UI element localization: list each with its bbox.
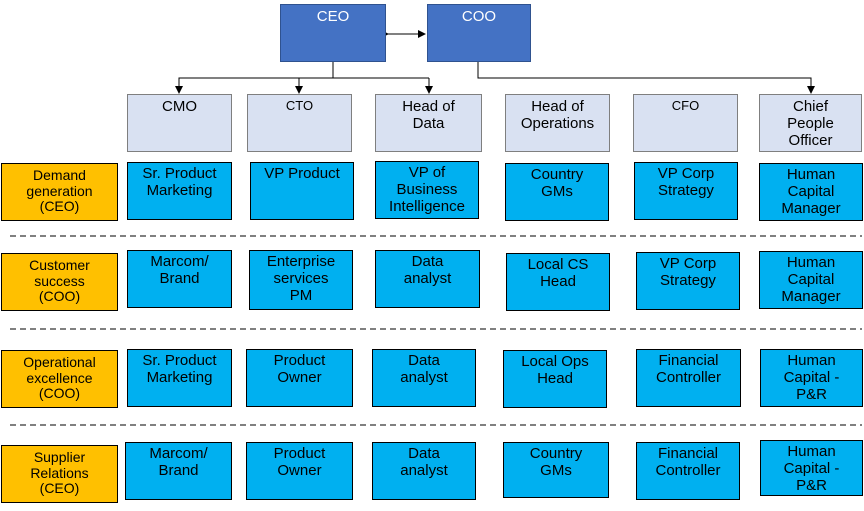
cell-supplier-people: Human Capital - P&R (760, 440, 863, 496)
row-label-operational-excellence: Operational excellence (COO) (1, 350, 118, 408)
cell-operational-cto: Product Owner (246, 349, 353, 407)
cell-customer-data: Data analyst (375, 250, 480, 308)
row-label-demand-generation: Demand generation (CEO) (1, 163, 118, 221)
cell-demand-people: Human Capital Manager (759, 163, 863, 221)
dept-chief-people-officer: Chief People Officer (759, 94, 862, 152)
cell-demand-ops: Country GMs (505, 163, 609, 221)
cell-supplier-data: Data analyst (372, 442, 476, 500)
coo-box: COO (427, 4, 531, 62)
cell-customer-cmo: Marcom/ Brand (127, 250, 232, 308)
cell-operational-data: Data analyst (372, 349, 476, 407)
cell-customer-people: Human Capital Manager (759, 251, 863, 309)
cell-operational-cfo: Financial Controller (636, 349, 741, 407)
cell-operational-cmo: Sr. Product Marketing (127, 349, 232, 407)
dept-head-of-data: Head of Data (375, 94, 482, 152)
cell-operational-ops: Local Ops Head (503, 350, 607, 408)
ceo-box: CEO (280, 4, 386, 62)
cell-customer-cfo: VP Corp Strategy (636, 252, 740, 310)
cell-supplier-ops: Country GMs (503, 442, 609, 498)
dept-cto: CTO (247, 94, 352, 152)
cell-supplier-cto: Product Owner (246, 442, 353, 500)
cell-demand-cfo: VP Corp Strategy (634, 162, 738, 220)
row-label-supplier-relations: Supplier Relations (CEO) (1, 445, 118, 503)
cell-customer-ops: Local CS Head (506, 253, 610, 311)
dept-cmo: CMO (127, 94, 232, 152)
cell-supplier-cmo: Marcom/ Brand (125, 442, 232, 500)
cell-demand-cmo: Sr. Product Marketing (127, 162, 232, 220)
row-label-customer-success: Customer success (COO) (1, 253, 118, 311)
cell-customer-cto: Enterprise services PM (249, 250, 353, 310)
cell-supplier-cfo: Financial Controller (636, 442, 740, 500)
cell-operational-people: Human Capital - P&R (760, 349, 863, 407)
cell-demand-data: VP of Business Intelligence (375, 161, 479, 219)
dept-cfo: CFO (633, 94, 738, 152)
dept-head-of-operations: Head of Operations (505, 94, 610, 152)
cell-demand-cto: VP Product (250, 162, 354, 220)
